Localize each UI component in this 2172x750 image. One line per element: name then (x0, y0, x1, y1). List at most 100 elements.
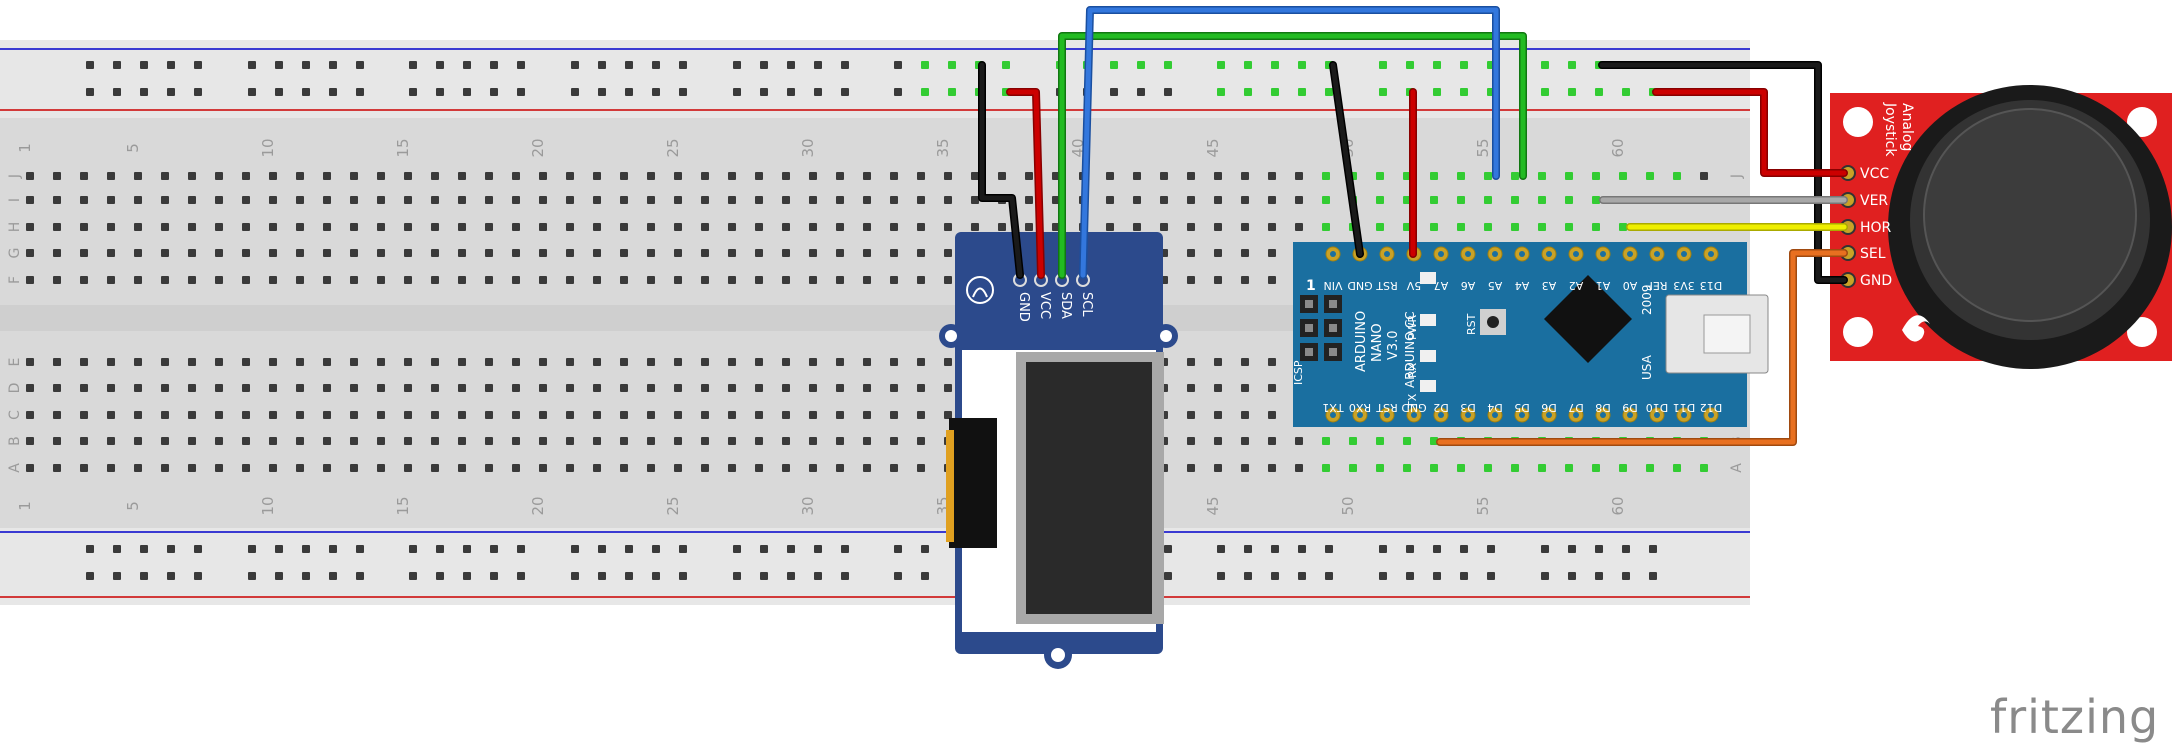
column-number-top: 60 (1609, 138, 1627, 157)
breadboard-hole (539, 223, 547, 231)
breadboard-hole (566, 384, 574, 392)
breadboard-hole (1376, 437, 1384, 445)
breadboard-hole (296, 223, 304, 231)
breadboard-hole (431, 172, 439, 180)
breadboard-hole (1376, 223, 1384, 231)
breadboard-hole (242, 411, 250, 419)
rail-hole (948, 61, 956, 69)
breadboard-hole (1376, 196, 1384, 204)
breadboard-hole (593, 358, 601, 366)
breadboard-hole (161, 384, 169, 392)
column-number-top: 25 (664, 138, 682, 157)
rail-hole (1379, 545, 1387, 553)
breadboard-hole (323, 464, 331, 472)
breadboard-hole (782, 276, 790, 284)
breadboard-hole (1214, 276, 1222, 284)
breadboard-hole (674, 358, 682, 366)
breadboard-hole (863, 249, 871, 257)
rail-hole (517, 572, 525, 580)
breadboard-hole (566, 196, 574, 204)
rail-hole (1595, 545, 1603, 553)
rail-hole (1298, 572, 1306, 580)
breadboard-hole (512, 437, 520, 445)
rail-hole (194, 545, 202, 553)
breadboard-hole (782, 249, 790, 257)
breadboard-hole (1538, 223, 1546, 231)
joystick-title-line1: Analog (1899, 103, 1915, 151)
breadboard-hole (188, 172, 196, 180)
breadboard-hole (80, 464, 88, 472)
breadboard-hole (728, 437, 736, 445)
breadboard-hole (161, 464, 169, 472)
rail-hole (921, 88, 929, 96)
breadboard-hole (161, 196, 169, 204)
breadboard-hole (269, 358, 277, 366)
breadboard-hole (728, 464, 736, 472)
breadboard-hole (1214, 437, 1222, 445)
breadboard-hole (458, 249, 466, 257)
breadboard-hole (458, 464, 466, 472)
breadboard-hole (512, 223, 520, 231)
breadboard-hole (80, 384, 88, 392)
nano-bottom-pin-hole (1681, 412, 1687, 418)
column-number-top: 1 (16, 143, 34, 153)
breadboard-hole (161, 172, 169, 180)
breadboard-hole (863, 223, 871, 231)
breadboard-hole (134, 437, 142, 445)
breadboard-hole (1484, 196, 1492, 204)
breadboard-hole (107, 223, 115, 231)
breadboard-hole (728, 411, 736, 419)
breadboard-hole (809, 358, 817, 366)
column-number-bottom: 25 (664, 496, 682, 515)
breadboard-hole (836, 464, 844, 472)
nano-bottom-pin-hole (1357, 412, 1363, 418)
rail-hole (787, 572, 795, 580)
row-letter-left: D (7, 383, 23, 394)
breadboard-hole (944, 172, 952, 180)
rail-hole (679, 61, 687, 69)
breadboard-hole (350, 384, 358, 392)
nano-bottom-pin-hole (1654, 412, 1660, 418)
breadboard-hole (701, 358, 709, 366)
oled-screen (1026, 362, 1152, 614)
breadboard-hole (53, 358, 61, 366)
breadboard-hole (242, 464, 250, 472)
breadboard-hole (215, 196, 223, 204)
breadboard-hole (836, 437, 844, 445)
breadboard-hole (431, 223, 439, 231)
breadboard-hole (1673, 172, 1681, 180)
breadboard-hole (1430, 196, 1438, 204)
breadboard-hole (512, 384, 520, 392)
rail-hole (517, 545, 525, 553)
breadboard-hole (836, 196, 844, 204)
breadboard-hole (26, 223, 34, 231)
rail-hole (571, 88, 579, 96)
nano-bottom-pin-label: D9 (1622, 401, 1637, 414)
breadboard-hole (458, 172, 466, 180)
breadboard-hole (458, 223, 466, 231)
breadboard-hole (1430, 223, 1438, 231)
breadboard-hole (1133, 223, 1141, 231)
breadboard-hole (539, 249, 547, 257)
breadboard-hole (1484, 464, 1492, 472)
rail-hole (113, 61, 121, 69)
row-letter-left: G (7, 248, 23, 259)
wire-green-sda (1058, 32, 1527, 279)
breadboard-hole (1673, 464, 1681, 472)
breadboard-hole (1187, 223, 1195, 231)
breadboard-hole (1268, 196, 1276, 204)
breadboard-hole (512, 464, 520, 472)
rail-hole (463, 572, 471, 580)
breadboard-hole (674, 276, 682, 284)
breadboard-hole (674, 464, 682, 472)
breadboard-hole (674, 437, 682, 445)
breadboard-hole (1511, 464, 1519, 472)
breadboard-hole (755, 276, 763, 284)
breadboard-hole (1187, 358, 1195, 366)
breadboard-hole (701, 276, 709, 284)
rail-hole (787, 88, 795, 96)
rail-hole (248, 545, 256, 553)
rail-hole (517, 61, 525, 69)
rail-hole (921, 61, 929, 69)
